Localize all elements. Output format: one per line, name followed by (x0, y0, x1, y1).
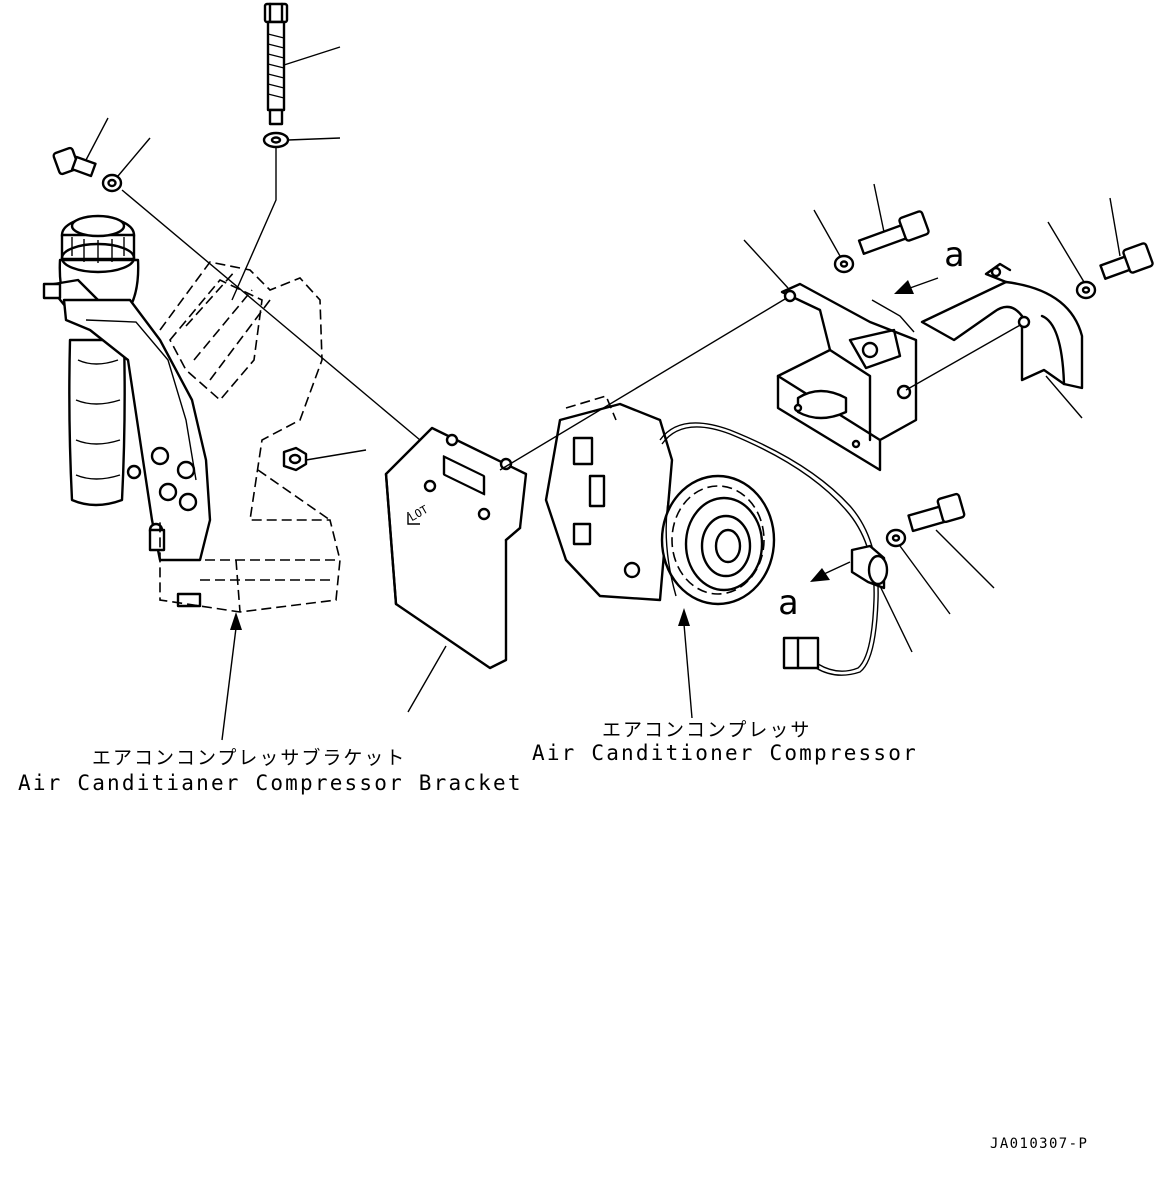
leader-small-bolt-left (85, 117, 109, 161)
leader-long-bolt (283, 46, 341, 66)
bolt-lower-right (907, 492, 966, 533)
leader-harness-clip (879, 585, 913, 653)
washer-right (1075, 280, 1097, 300)
leader-washer-top (287, 137, 341, 141)
bolt-right (1099, 242, 1154, 280)
leader-adapter-plate (407, 645, 447, 713)
view-label-a-top: a (944, 235, 964, 275)
compressor-label-en: Air Canditioner Compressor (532, 741, 918, 765)
adapter-plate: LOT (384, 426, 528, 670)
leader-bolt-right (1109, 197, 1121, 257)
air-conditioner-compressor (544, 395, 776, 606)
bracket-label-jp: エアコンコンプレッサブラケット (92, 746, 406, 769)
washer-mount (833, 254, 855, 274)
compressor-label-jp: エアコンコンプレッサ (602, 719, 811, 741)
drawing-code: JA010307-P (990, 1136, 1088, 1152)
leader-washer-lower-right (899, 545, 951, 615)
leader-mount-bracket (743, 239, 789, 289)
center-line-mount (499, 295, 791, 471)
view-arrow-a-top (871, 277, 939, 333)
washer-lower-right (885, 528, 907, 548)
leader-washer-mount (813, 209, 841, 257)
leader-washer-left (117, 137, 151, 177)
leader-hex-nut (305, 449, 367, 461)
small-bolt-left (52, 146, 97, 178)
washer-left (101, 173, 123, 193)
leader-washer-right (1047, 221, 1085, 283)
wire-harness (659, 422, 879, 676)
hex-nut (282, 446, 308, 472)
harness-cover (920, 262, 1084, 390)
view-label-a-bottom: a (778, 583, 798, 623)
compressor-bracket-assembly (42, 214, 212, 608)
leader-bolt-lower-right (935, 529, 995, 589)
center-line-long-bolt (231, 148, 277, 301)
washer-top (262, 131, 290, 149)
long-bolt (263, 2, 289, 126)
phantom-engine-outline (159, 261, 341, 613)
leader-harness-cover (1045, 375, 1083, 419)
leader-bolt-mount (873, 183, 885, 233)
center-line-small-bolt (121, 189, 421, 441)
leader-bracket-arrow (221, 612, 242, 741)
harness-clip (850, 544, 889, 590)
harness-mount-bracket (776, 282, 918, 472)
view-arrow-a-bottom (810, 561, 851, 582)
leader-compressor-arrow (678, 608, 693, 719)
center-line-cover (905, 323, 1023, 391)
bracket-label-en: Air Canditianer Compressor Bracket (18, 771, 523, 795)
bolt-mount (857, 210, 930, 255)
